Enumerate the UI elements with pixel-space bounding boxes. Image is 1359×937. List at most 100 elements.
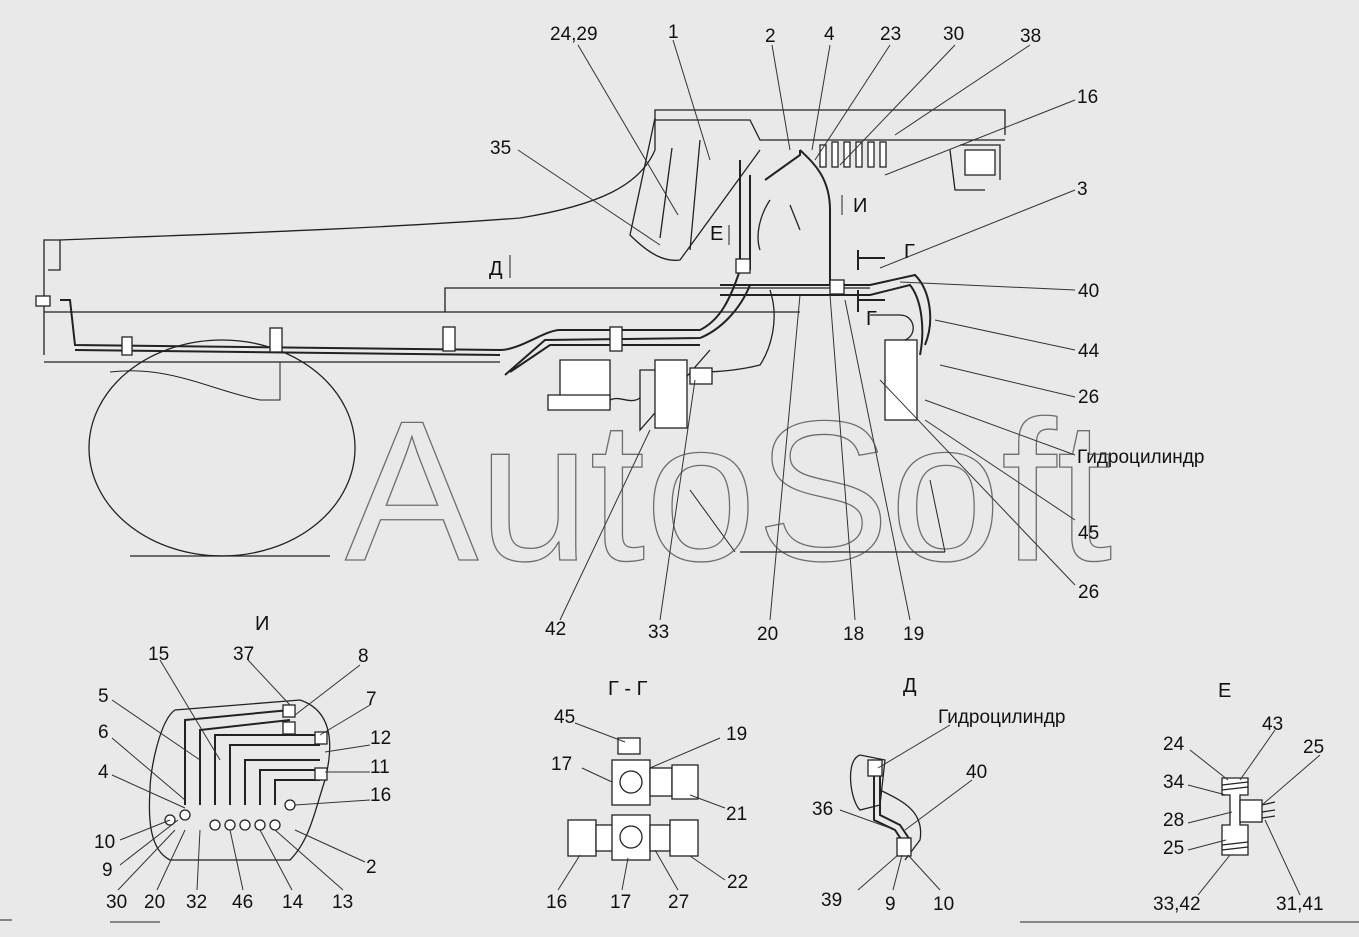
view-I-label-12: 12 <box>370 728 391 749</box>
label-view-I: И <box>853 195 867 217</box>
clamp-1 <box>121 336 133 356</box>
section-G-G: Г - Г 45 19 17 21 16 17 27 22 <box>546 678 748 913</box>
view-E-label-43: 43 <box>1262 714 1283 735</box>
frame-bottom-border <box>0 919 1359 923</box>
clamp-4 <box>609 326 623 352</box>
label-18: 18 <box>843 624 864 645</box>
label-42: 42 <box>545 619 566 640</box>
label-view-E: Е <box>710 223 723 245</box>
label-4: 4 <box>824 24 835 45</box>
bracket-ribs <box>659 139 701 251</box>
view-E-label-31-41: 31,41 <box>1276 894 1324 915</box>
fitting-18 <box>829 279 845 295</box>
gg-label-17-top: 17 <box>551 754 572 775</box>
view-I-label-32: 32 <box>186 892 207 913</box>
frame-step <box>444 287 870 312</box>
gg-fitting-45 <box>617 737 641 755</box>
view-E-tee-body <box>1221 777 1249 856</box>
label-section-G-top: Г <box>904 241 915 263</box>
view-E-label-34: 34 <box>1163 772 1185 793</box>
gg-nut-22 <box>669 819 699 857</box>
label-40: 40 <box>1078 281 1099 302</box>
view-I-label-10: 10 <box>94 832 115 853</box>
gg-tee-top <box>611 759 651 806</box>
view-D-title: Д <box>903 675 917 697</box>
view-E-label-28: 28 <box>1163 810 1184 831</box>
view-I-label-37: 37 <box>233 644 254 665</box>
pump-base <box>547 394 611 411</box>
view-I-label-15: 15 <box>148 644 169 665</box>
gg-nut-21a <box>649 767 673 797</box>
pipe-cab-down <box>799 149 831 285</box>
label-2: 2 <box>765 26 776 47</box>
view-D-leaders <box>839 724 973 891</box>
view-I-label-8: 8 <box>358 646 369 667</box>
valve-body <box>689 367 713 385</box>
view-E-leaders <box>1187 729 1321 896</box>
hose-loop <box>757 199 801 251</box>
label-26-upper: 26 <box>1078 387 1099 408</box>
gg-label-17-bottom: 17 <box>610 892 631 913</box>
wheel-arch <box>109 362 281 401</box>
label-20: 20 <box>757 624 778 645</box>
label-35: 35 <box>490 138 511 159</box>
rear-support <box>689 479 946 553</box>
gg-nut-16 <box>567 819 597 857</box>
label-23: 23 <box>880 24 901 45</box>
view-D-label-40: 40 <box>966 762 987 783</box>
section-arrow-top <box>857 250 885 270</box>
view-I-label-5: 5 <box>98 686 109 707</box>
cylinder-mount <box>870 314 914 341</box>
label-section-G-bottom: Г <box>866 308 877 330</box>
gg-tee-bottom <box>611 814 651 861</box>
cab-lower-contour <box>655 119 1005 141</box>
view-arrows <box>509 195 843 278</box>
gg-label-22: 22 <box>727 872 748 893</box>
view-I-pipes <box>184 709 320 805</box>
clamp-3 <box>442 326 456 352</box>
gg-label-45: 45 <box>554 707 575 728</box>
gg-nipple-22 <box>649 824 671 852</box>
view-E-threads-vertical <box>1221 781 1249 851</box>
view-D-detail: Д Гидроцилиндр 40 36 39 9 10 <box>812 675 1065 915</box>
view-I-label-4: 4 <box>98 762 109 783</box>
view-E-detail: Е 24 43 25 34 28 25 33,42 31,41 <box>1153 680 1324 915</box>
view-I-clamp-1 <box>282 704 296 718</box>
label-38: 38 <box>1020 26 1041 47</box>
pump-spring <box>609 397 641 402</box>
gg-tee-top-bore <box>619 770 643 794</box>
view-D-block <box>896 837 912 857</box>
view-I-label-16: 16 <box>370 785 391 806</box>
gg-tee-bottom-bore <box>619 825 643 849</box>
pipes-vertical <box>739 150 801 270</box>
view-I-label-2: 2 <box>366 857 377 878</box>
view-I-label-6: 6 <box>98 722 109 743</box>
view-E-title: Е <box>1218 680 1231 702</box>
gg-label-27: 27 <box>668 892 689 913</box>
label-24-29: 24,29 <box>550 24 598 45</box>
view-E-label-24: 24 <box>1163 734 1185 755</box>
view-E-label-25-bottom: 25 <box>1163 838 1184 859</box>
label-19: 19 <box>903 624 924 645</box>
pipe-to-cylinder-2 <box>720 283 924 356</box>
view-I-title: И <box>255 613 269 635</box>
label-3: 3 <box>1077 179 1088 200</box>
gg-nipple-16 <box>595 824 615 852</box>
clamp-2 <box>269 327 283 353</box>
view-D-label-36: 36 <box>812 799 833 820</box>
view-I-label-46: 46 <box>232 892 253 913</box>
view-D-outline <box>879 789 922 861</box>
rear-couplers <box>964 149 996 176</box>
cab-fittings-row <box>819 141 887 168</box>
tee-fitting <box>735 258 751 274</box>
label-16: 16 <box>1077 87 1098 108</box>
cab-contour <box>59 109 1006 241</box>
gg-nut-21b <box>671 764 699 800</box>
view-I-clamp-4 <box>314 767 328 781</box>
view-I-label-13: 13 <box>332 892 353 913</box>
section-arrow-bottom <box>857 290 885 312</box>
section-G-G-title: Г - Г <box>608 678 648 700</box>
view-D-cylinder-label: Гидроцилиндр <box>938 707 1065 728</box>
label-30: 30 <box>943 24 964 45</box>
